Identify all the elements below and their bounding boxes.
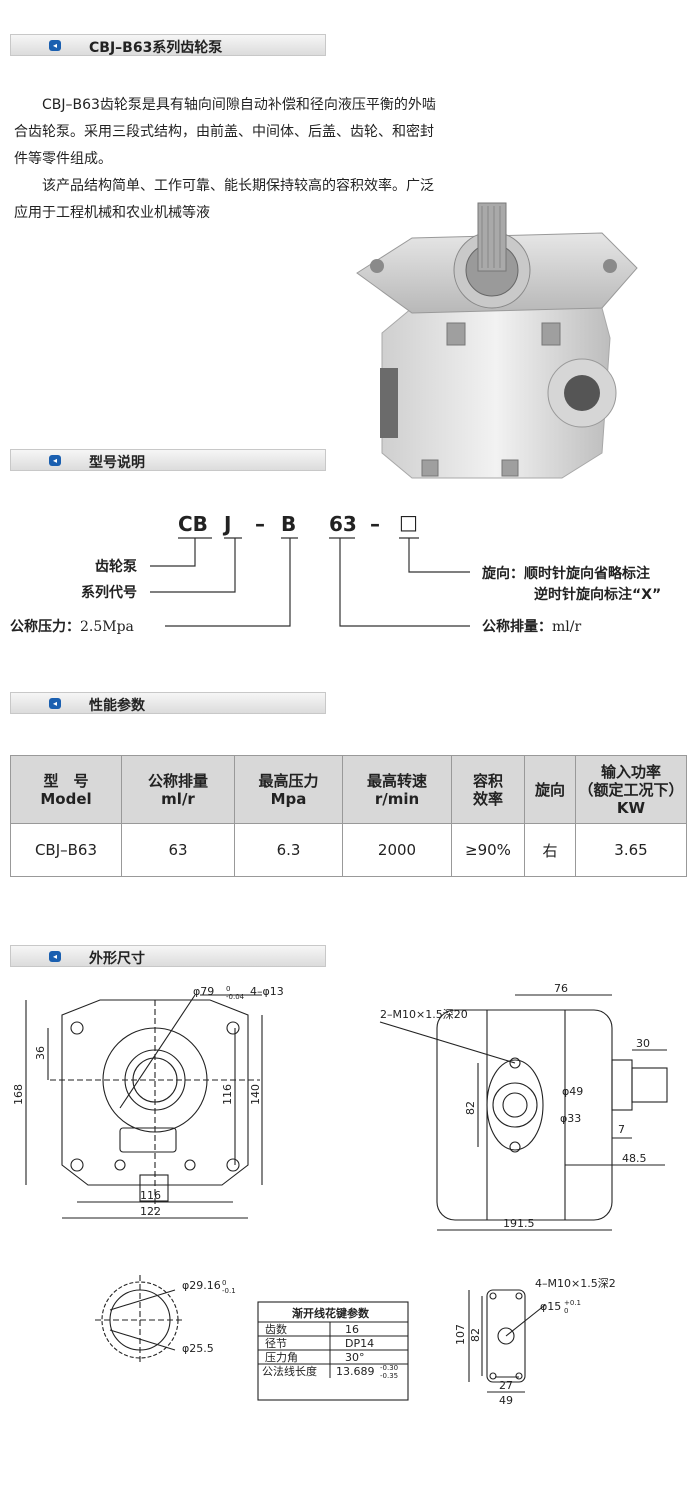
label-pressure-text: 公称压力： [10,619,80,635]
dimension-drawings: φ79 0 -0.04 4–φ13 36 168 116 140 116 122… [12,982,668,1407]
svg-text:-0.30: -0.30 [380,1364,398,1372]
intro-text: CBJ–B63齿轮泵是具有轴向间隙自动补偿和径向液压平衡的外啮合齿轮泵。采用三段… [14,92,444,227]
bullet-icon: ◂ [49,455,61,466]
svg-text:-0.04: -0.04 [226,993,245,1001]
cell-power: 3.65 [575,823,687,877]
svg-text:30°: 30° [345,1351,365,1364]
svg-text:0: 0 [226,985,230,993]
bullet-icon: ◂ [49,698,61,709]
section-title: 型号说明 [89,455,145,471]
svg-text:76: 76 [554,982,568,995]
model-code-63: 63 [329,512,357,536]
section-header-performance: ◂ 性能参数 [10,692,326,714]
svg-text:0: 0 [564,1307,568,1315]
label-rotation: 旋向：顺时针旋向省略标注 [482,566,650,582]
section-title: 性能参数 [89,698,145,714]
label-rotation-x: 逆时针旋向标注“X” [534,587,662,603]
label-series-code: 系列代号 [81,585,137,601]
section-header-model: ◂ 型号说明 [10,449,326,471]
svg-text:82: 82 [464,1101,477,1115]
svg-text:13.689: 13.689 [336,1365,375,1378]
svg-text:116: 116 [140,1189,161,1202]
model-code-cb: CB [178,512,208,536]
cell-pressure: 6.3 [234,823,343,877]
cell-displacement: 63 [121,823,235,877]
svg-text:-0.1: -0.1 [222,1287,236,1295]
svg-text:4–M10×1.5深2: 4–M10×1.5深2 [535,1277,616,1290]
dim-holes: 4–φ13 [250,985,284,998]
svg-text:+0.1: +0.1 [564,1299,581,1307]
label-displacement: 公称排量：ml/r [482,616,581,636]
model-code-b: B [281,512,297,536]
svg-text:7: 7 [618,1123,625,1136]
svg-text:168: 168 [12,1084,25,1105]
side-view-outline [436,1009,613,1221]
svg-text:DP14: DP14 [345,1337,374,1350]
svg-text:116: 116 [221,1084,234,1105]
intro-paragraph-2: 该产品结构简单、工作可靠、能长期保持较高的容积效率。广泛应用于工程机械和农业机械… [14,178,434,221]
section-title: 外形尺寸 [89,951,145,967]
svg-text:φ29.16: φ29.16 [182,1279,221,1292]
svg-text:压力角: 压力角 [265,1351,298,1364]
svg-text:82: 82 [469,1328,482,1342]
model-code-dash: – [370,512,380,536]
model-leader-lines [150,537,470,627]
section-header-product: ◂ CBJ–B63系列齿轮泵 [10,34,326,56]
svg-text:公法线长度: 公法线长度 [262,1364,317,1378]
port-flange-outline [486,1289,526,1383]
intro-paragraph-1: CBJ–B63齿轮泵是具有轴向间隙自动补偿和径向液压平衡的外啮合齿轮泵。采用三段… [14,97,436,167]
svg-text:齿数: 齿数 [265,1323,287,1336]
label-pressure-value: 2.5Mpa [80,619,134,635]
front-view-outline [61,999,249,1186]
svg-text:16: 16 [345,1323,359,1336]
label-pressure: 公称压力：2.5Mpa [10,616,134,636]
cell-efficiency: ≥90% [451,823,525,877]
svg-text:27: 27 [499,1379,513,1392]
cell-model: CBJ–B63 [10,823,122,877]
col-rotation: 旋向 [524,755,576,824]
svg-text:2–M10×1.5深20: 2–M10×1.5深20 [380,1008,468,1021]
model-code-box: □ [399,510,418,534]
svg-text:-0.35: -0.35 [380,1372,398,1380]
bullet-icon: ◂ [49,951,61,962]
svg-text:φ25.5: φ25.5 [182,1342,214,1355]
model-code-dash: – [255,512,265,536]
svg-text:φ33: φ33 [560,1112,581,1125]
svg-text:107: 107 [454,1324,467,1345]
section-title: CBJ–B63系列齿轮泵 [89,40,223,56]
svg-text:49: 49 [499,1394,513,1407]
label-gear-pump: 齿轮泵 [95,559,137,575]
cell-rotation: 右 [524,823,576,877]
svg-text:径节: 径节 [265,1337,287,1350]
svg-text:0: 0 [222,1279,226,1287]
cell-speed: 2000 [342,823,452,877]
section-header-dimensions: ◂ 外形尺寸 [10,945,326,967]
table-row: CBJ–B63 63 6.3 2000 ≥90% 右 3.65 [10,823,687,877]
svg-text:122: 122 [140,1205,161,1218]
label-displacement-text: 公称排量： [482,619,552,635]
model-code-j: J [224,512,232,536]
svg-text:36: 36 [34,1046,47,1060]
bullet-icon: ◂ [49,40,61,51]
svg-text:140: 140 [249,1084,262,1105]
svg-text:30: 30 [636,1037,650,1050]
col-efficiency: 容积效率 [451,755,525,824]
col-power: 输入功率（额定工况下）KW [575,755,687,824]
label-displacement-unit: ml/r [552,619,582,635]
dim-d79: φ79 [193,985,214,998]
svg-text:191.5: 191.5 [503,1217,535,1230]
spline-table-title: 渐开线花键参数 [292,1306,370,1320]
svg-text:48.5: 48.5 [622,1152,647,1165]
svg-text:φ15: φ15 [540,1300,561,1313]
svg-text:φ49: φ49 [562,1085,583,1098]
gear-pump-image [356,202,638,479]
